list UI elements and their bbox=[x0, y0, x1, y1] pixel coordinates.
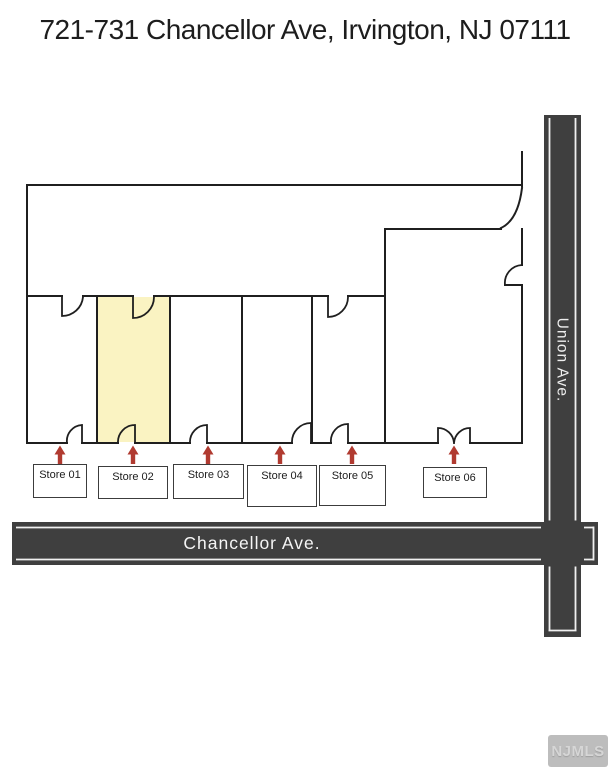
unit-divider-walls bbox=[96, 296, 313, 444]
store-03-arrow bbox=[202, 445, 214, 464]
store-05-arrow bbox=[346, 445, 358, 464]
store-label-01: Store 01 bbox=[33, 464, 87, 498]
chancellor-ave-label: Chancellor Ave. bbox=[183, 533, 320, 553]
store-04-arrow bbox=[274, 445, 286, 464]
store-label-02: Store 02 bbox=[98, 466, 168, 499]
store-label-06: Store 06 bbox=[423, 467, 487, 498]
store-02-arrow bbox=[127, 445, 139, 464]
store-01-arrow bbox=[54, 445, 66, 464]
road-stripe-lines bbox=[16, 118, 595, 632]
highlighted-unit bbox=[98, 297, 169, 442]
store-06-arrow bbox=[448, 445, 460, 464]
road-edge-stripes bbox=[16, 118, 595, 632]
entrance-arrows-group bbox=[54, 445, 460, 464]
union-ave-label: Union Ave. bbox=[554, 318, 571, 403]
door-swing-arcs bbox=[61, 264, 523, 445]
njmls-watermark: NJMLS bbox=[548, 735, 608, 767]
store-label-05: Store 05 bbox=[319, 465, 386, 506]
roads-group: Chancellor Ave. Union Ave. bbox=[12, 115, 598, 637]
store-label-04: Store 04 bbox=[247, 465, 317, 507]
page-title: 721-731 Chancellor Ave, Irvington, NJ 07… bbox=[39, 14, 571, 45]
building-group bbox=[26, 151, 524, 445]
chancellor-ave-road bbox=[12, 522, 598, 565]
store-label-03: Store 03 bbox=[173, 464, 244, 499]
